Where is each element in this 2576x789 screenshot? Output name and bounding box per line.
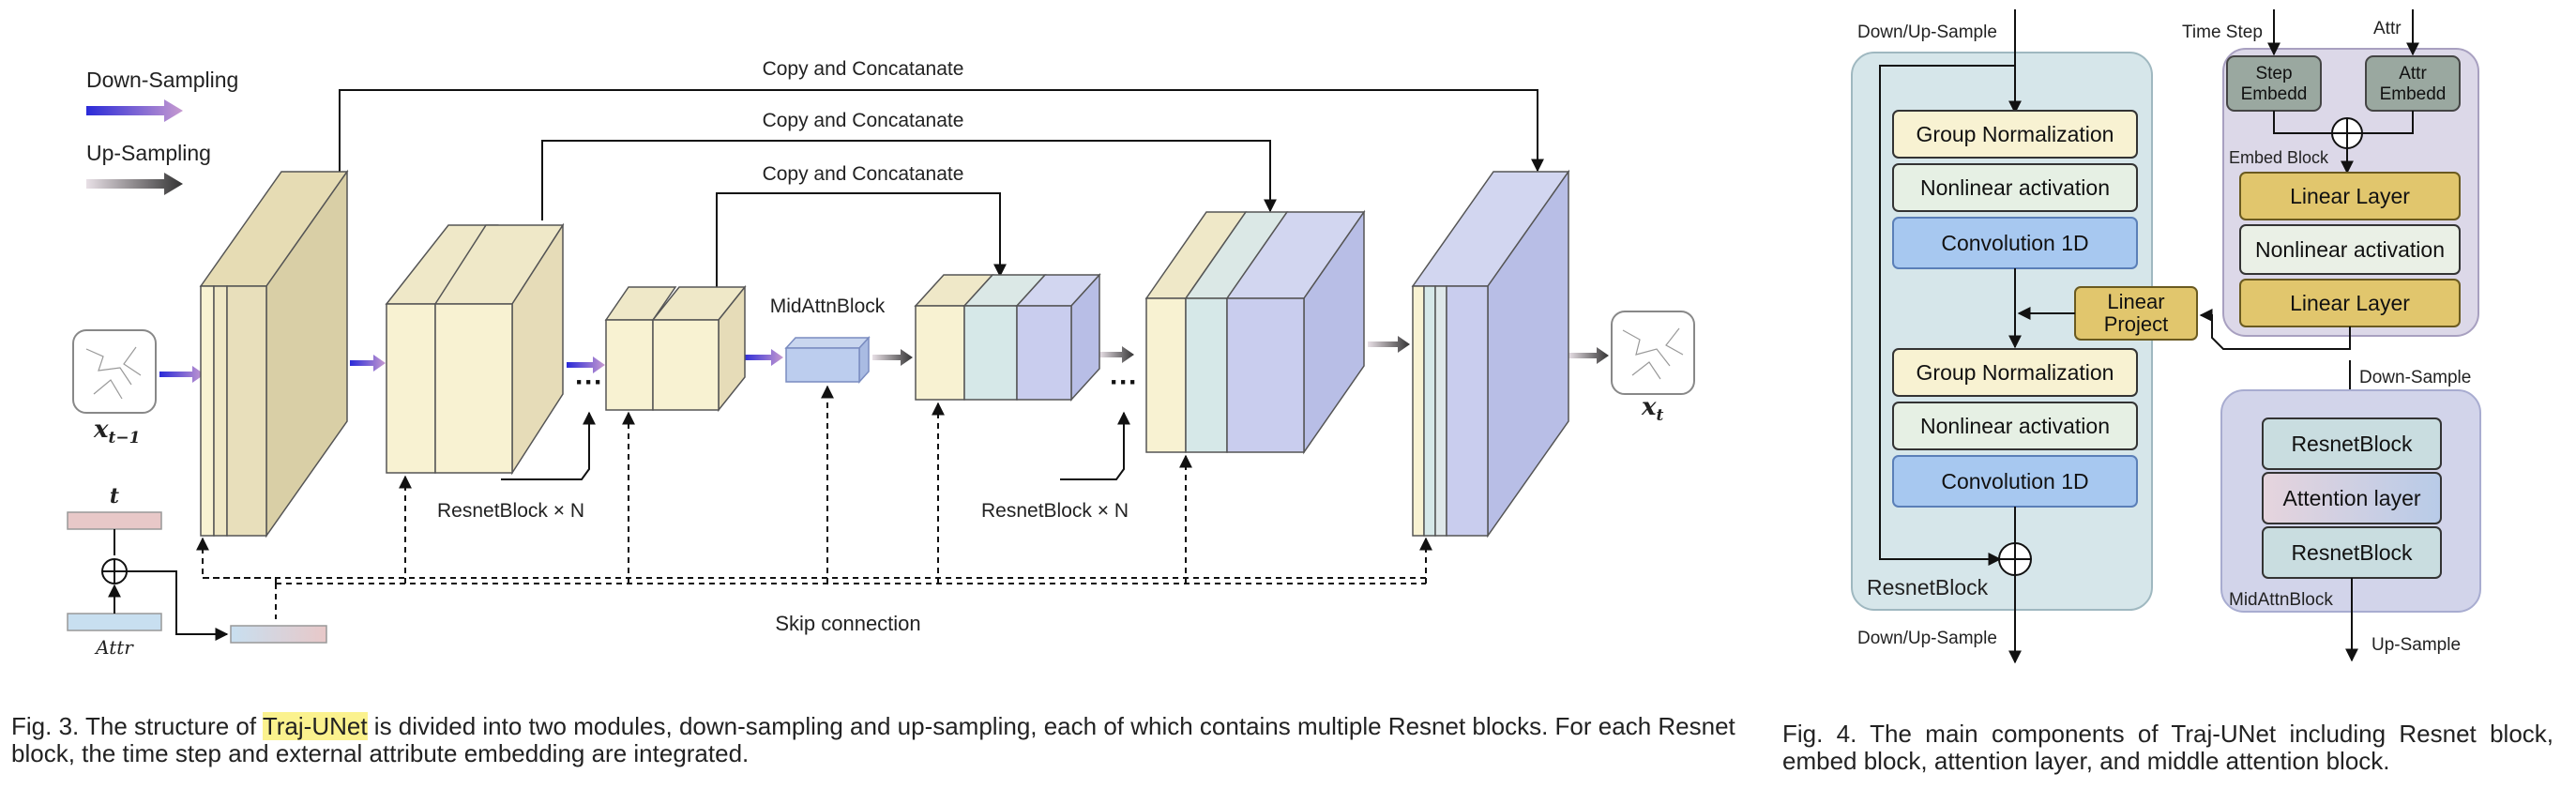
flow-arrow-2: [350, 355, 386, 372]
down-stage-2-block: [385, 222, 565, 476]
fig4-components-diagram: Down/Up-Sample Group Normalization Nonli…: [1851, 9, 2481, 664]
input-trajectory-image: [72, 329, 157, 414]
time-embedding-bar: [67, 511, 162, 530]
copy-concat-label-2: Copy and Concatanate: [763, 110, 964, 131]
mid-attn-block: [784, 336, 871, 384]
copy-concat-label-1: Copy and Concatanate: [763, 58, 964, 80]
t-label: t: [110, 484, 119, 508]
fig3-unet-diagram: Down-Sampling Up-Sampling Copy and Conca…: [67, 58, 1695, 659]
resnet-n-left-pointer: [501, 411, 596, 480]
down-sample-label: Down-Sample: [2359, 368, 2471, 387]
embed-to-project-line: [2199, 309, 2351, 350]
resnet-n-left-label: ResnetBlock × N: [437, 500, 584, 522]
output-trajectory-image: [1611, 311, 1695, 395]
up-stage-2-block: [1144, 209, 1366, 455]
fig3-caption-highlight: Traj-UNet: [262, 712, 368, 740]
linear-layer-1: [2239, 172, 2461, 220]
skip-connection-lines: [196, 385, 1432, 619]
nonlinear-activation-1-label: Nonlinear activation: [1920, 175, 2110, 200]
down-stage-1-block: [199, 169, 349, 539]
mid-resnet-block-1: [2262, 417, 2442, 470]
group-normalization-1: [1892, 110, 2138, 159]
mid-attn-block-label: MidAttnBlock: [770, 296, 886, 317]
flow-arrow-7: [1368, 336, 1410, 353]
up-stage-1-block: [914, 273, 1101, 402]
attr-input-label: Attr: [2373, 19, 2402, 38]
up-stage-3-block: [1411, 169, 1570, 539]
copy-concat-connection-1: [339, 89, 1544, 173]
top-down-up-sample-label: Down/Up-Sample: [1857, 23, 1997, 42]
nonlinear-activation-embed: [2239, 224, 2461, 275]
group-normalization-1-label: Group Normalization: [1917, 122, 2114, 146]
x-input-label: xt−1: [93, 416, 140, 448]
copy-concat-connection-3: [716, 192, 1007, 287]
x-output-label: xt: [1641, 393, 1664, 425]
nonlinear-activation-2-label: Nonlinear activation: [1920, 414, 2110, 438]
resnet-residual-line: [1879, 65, 2015, 566]
embed-to-bar-connection: [127, 570, 229, 641]
legend-up-sampling: Up-Sampling: [86, 141, 211, 165]
ellipsis-left: ···: [575, 367, 603, 398]
group-normalization-2: [1892, 348, 2138, 397]
up-sampling-arrow-icon: [86, 173, 183, 195]
embed-block-label: Embed Block: [2229, 148, 2329, 167]
nonlinear-activation-2: [1892, 402, 2138, 450]
nonlinear-activation-embed-label: Nonlinear activation: [2255, 237, 2445, 262]
linear-layer-1-label: Linear Layer: [2290, 184, 2410, 208]
mid-attn-panel-label: MidAttnBlock: [2229, 590, 2333, 610]
trajectory-sketch-icon: [85, 346, 142, 400]
fig3-caption-prefix: Fig. 3. The structure of: [11, 712, 263, 740]
convolution-1d-1-label: Convolution 1D: [1941, 231, 2088, 255]
down-stage-3-block: [604, 284, 747, 413]
nonlinear-activation-1: [1892, 163, 2138, 212]
trajectory-sketch-icon: [1622, 327, 1684, 380]
flow-arrow-4: [743, 349, 783, 366]
mid-resnet-block-2-label: ResnetBlock: [2291, 540, 2413, 565]
copy-concat-label-3: Copy and Concatanate: [763, 163, 964, 185]
group-normalization-2-label: Group Normalization: [1917, 360, 2114, 385]
fig3-caption-rest: is divided into two modules, down-sampli…: [11, 712, 1735, 767]
attr-label: Attr: [94, 636, 134, 659]
mid-resnet-block-1-label: ResnetBlock: [2291, 432, 2413, 456]
flow-arrow-5: [872, 349, 913, 366]
down-sampling-arrow-icon: [86, 99, 183, 122]
combined-embedding-bar: [230, 625, 327, 644]
copy-concat-connection-2: [541, 140, 1277, 220]
bottom-down-up-sample-label: Down/Up-Sample: [1857, 629, 1997, 648]
flow-arrow-1: [159, 366, 205, 383]
up-sample-label: Up-Sample: [2371, 635, 2461, 655]
flow-arrow-8: [1568, 347, 1609, 364]
attr-embedding-bar: [67, 613, 162, 631]
attention-layer-label: Attention layer: [2282, 486, 2420, 510]
time-step-label: Time Step: [2182, 23, 2263, 42]
ellipsis-right: ···: [1110, 367, 1138, 398]
linear-layer-2-label: Linear Layer: [2290, 291, 2410, 315]
legend-down-sampling: Down-Sampling: [86, 68, 238, 92]
fig4-caption: Fig. 4. The main components of Traj-UNet…: [1782, 720, 2553, 775]
flow-arrow-3: [567, 357, 605, 373]
fig3-caption: Fig. 3. The structure of Traj-UNet is di…: [11, 712, 1756, 767]
resnet-block-panel-label: ResnetBlock: [1867, 575, 1989, 599]
attention-layer-box: [2262, 472, 2442, 524]
skip-connection-label: Skip connection: [775, 612, 920, 635]
resnet-n-right-pointer: [1060, 411, 1130, 480]
resnet-n-right-label: ResnetBlock × N: [981, 500, 1129, 522]
convolution-1d-2-label: Convolution 1D: [1941, 469, 2088, 493]
flow-arrow-6: [1099, 346, 1134, 363]
